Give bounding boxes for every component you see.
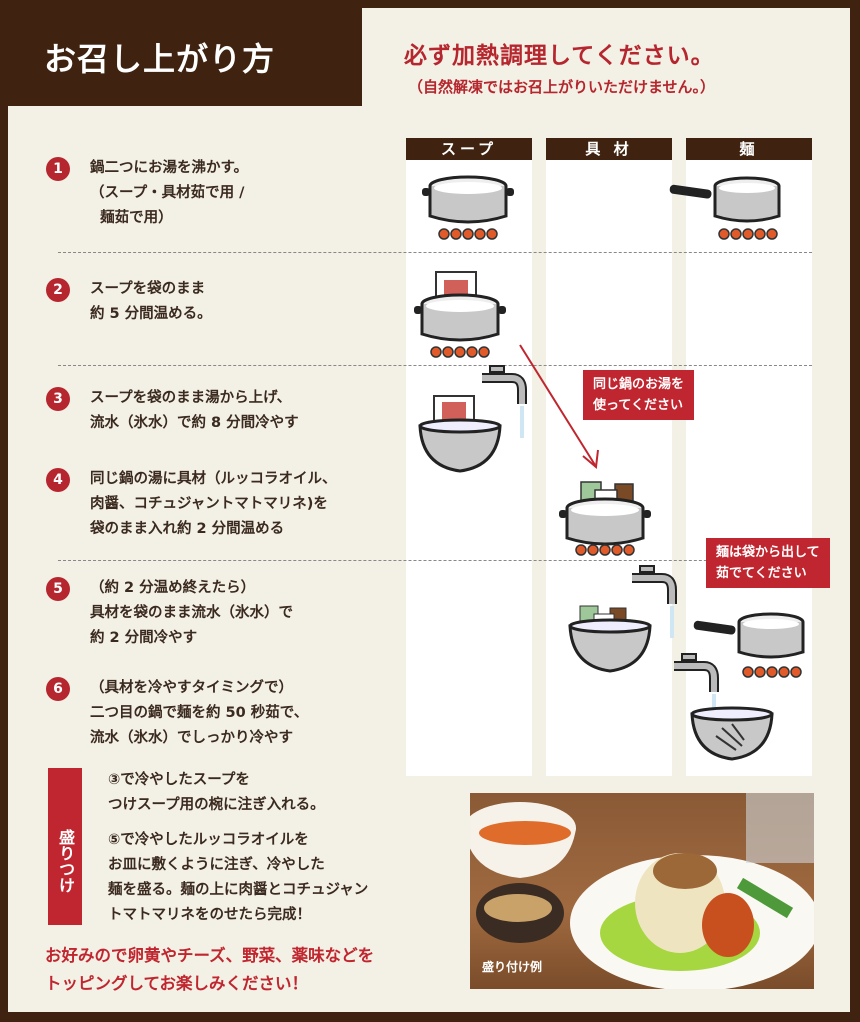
step-number: 6 bbox=[46, 677, 70, 701]
divider bbox=[58, 365, 812, 366]
step-text: 同じ鍋の湯に具材（ルッコラオイル、 肉醤、コチュジャントマトマリネ)を 袋のまま… bbox=[90, 471, 337, 537]
noodle-callout: 麺は袋から出して 茹でてください bbox=[706, 538, 830, 588]
column-header-soup: スープ bbox=[406, 138, 532, 160]
page-title: お召し上がり方 bbox=[0, 0, 362, 106]
soup-bag-in-pot-icon bbox=[412, 271, 508, 358]
ingredient-bags-in-pot-icon bbox=[557, 481, 653, 556]
step-6: 6 （具材を冷やすタイミングで） 二つ目の鍋で麺を約 50 秒茹で、 流水（氷水）… bbox=[46, 676, 308, 751]
dish-illustration bbox=[470, 793, 814, 989]
serving-example-photo: 盛り付け例 bbox=[470, 793, 814, 989]
step-text: スープを袋のまま 約 5 分間温める。 bbox=[90, 281, 212, 322]
step-number: 4 bbox=[46, 468, 70, 492]
step-text: （約 2 分温め終えたら） 具材を袋のまま流水（氷水）で 約 2 分間冷やす bbox=[90, 580, 293, 646]
thawing-note: （自然解凍ではお召上がりいただけません。） bbox=[408, 78, 716, 96]
divider bbox=[58, 252, 812, 253]
moritsuke-plating-text: ⑤で冷やしたルッコラオイルを お皿に敷くように注ぎ、冷やした 麺を盛る。麺の上に… bbox=[108, 832, 369, 923]
soup-cooling-tap-icon bbox=[418, 368, 530, 473]
step-5: 5 （約 2 分温め終えたら） 具材を袋のまま流水（氷水）で 約 2 分間冷やす bbox=[46, 576, 293, 651]
step-number: 3 bbox=[46, 387, 70, 411]
step-1: 1 鍋二つにお湯を沸かす。 （スープ・具材茹で用 / 麺茹で用） bbox=[46, 156, 248, 231]
same-pot-callout: 同じ鍋のお湯を 使ってください bbox=[583, 370, 695, 420]
step-4: 4 同じ鍋の湯に具材（ルッコラオイル、 肉醤、コチュジャントマトマリネ)を 袋のま… bbox=[46, 467, 337, 542]
noodle-strainer-tap-icon bbox=[664, 656, 774, 761]
step-text: （具材を冷やすタイミングで） 二つ目の鍋で麺を約 50 秒茹で、 流水（氷水）で… bbox=[90, 680, 309, 746]
moritsuke-label: 盛りつけ bbox=[48, 768, 82, 925]
moritsuke-soup-text: ③で冷やしたスープを つけスープ用の椀に注ぎ入れる。 bbox=[108, 772, 325, 813]
divider bbox=[58, 560, 812, 561]
step-text: スープを袋のまま湯から上げ、 流水（氷水）で約 8 分間冷やす bbox=[90, 390, 299, 431]
step-number: 1 bbox=[46, 157, 70, 181]
step-number: 5 bbox=[46, 577, 70, 601]
step-number: 2 bbox=[46, 278, 70, 302]
ingredient-cooling-tap-icon bbox=[568, 568, 680, 673]
step-2: 2 スープを袋のまま 約 5 分間温める。 bbox=[46, 277, 212, 327]
column-header-noodles: 麺 bbox=[686, 138, 812, 160]
photo-caption: 盛り付け例 bbox=[482, 960, 543, 974]
column-header-ingredients: 具 材 bbox=[546, 138, 672, 160]
step-3: 3 スープを袋のまま湯から上げ、 流水（氷水）で約 8 分間冷やす bbox=[46, 386, 299, 436]
topping-suggestion: お好みので卵黄やチーズ、野菜、薬味などを トッピングしてお楽しみください！ bbox=[45, 946, 375, 993]
step-text: 鍋二つにお湯を沸かす。 （スープ・具材茹で用 / 麺茹で用） bbox=[90, 160, 249, 226]
heating-warning: 必ず加熱調理してください。 bbox=[404, 43, 715, 69]
